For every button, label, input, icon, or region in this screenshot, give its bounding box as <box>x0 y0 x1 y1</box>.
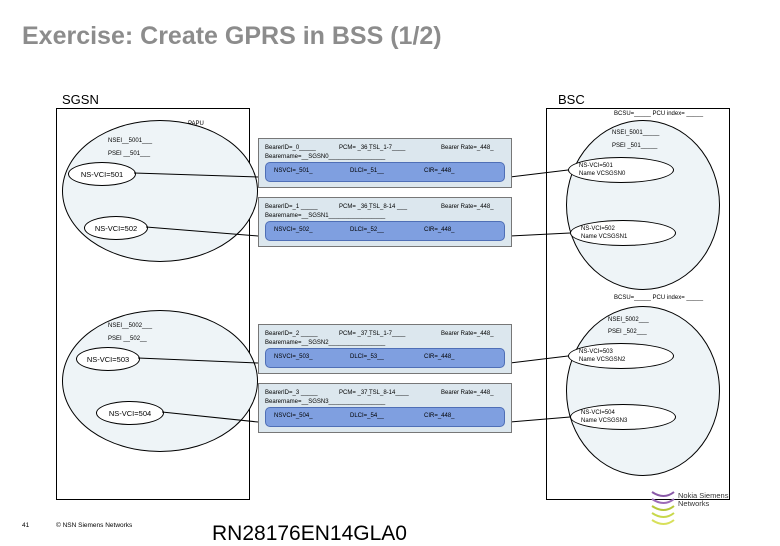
bsc-ns-vci-503-name: Name VCSGSN2 <box>579 357 626 363</box>
sgsn-nsei-1: NSEI__5001___ <box>108 138 153 144</box>
sgsn-psei-2: PSEI __502__ <box>108 336 147 342</box>
nokia-siemens-logo-icon <box>651 491 675 525</box>
bearer-rate: Bearer Rate=_448_ <box>441 145 494 151</box>
bsc-psei-1: PSEI _501_____ <box>612 143 658 149</box>
bsc-ns-vci-501-name: Name VCSGSN0 <box>579 171 626 177</box>
bsc-ns-vci-504-id: NS-VCI=504 <box>581 410 615 416</box>
bearer-name: Bearername=__SGSN0_________________ <box>265 154 386 160</box>
bearer-box-2: BearerID=_2 _____ PCM= _37_ TSL_1-7____ … <box>258 324 512 374</box>
bearer-cir: CIR=_448_ <box>424 354 455 360</box>
bearer-nsvci: NSVCI=_501_ <box>274 168 313 174</box>
bearer-nsvci: NSVCI=_504_ <box>274 413 313 419</box>
bsc-nse-ellipse-2 <box>566 306 720 476</box>
bearer-tsl: TSL_8-14____ <box>369 390 409 396</box>
page-number: 41 <box>22 522 30 529</box>
bearer-tsl: TSL_1-7____ <box>369 145 406 151</box>
bsc-ns-vci-504-name: Name VCSGSN3 <box>581 418 628 424</box>
line-bsc-503 <box>509 355 569 364</box>
logo-line-1: Nokia Siemens <box>678 491 729 500</box>
bearer-name: Bearername=__SGSN2_________________ <box>265 340 386 346</box>
bearer-pcm: PCM= _37_ <box>339 331 371 337</box>
bearer-box-3: BearerID=_3 _____ PCM= _37_ TSL_8-14____… <box>258 383 512 433</box>
bearer-id: BearerID=_2 _____ <box>265 331 318 337</box>
bsc-ns-vci-502-id: NS-VCI=502 <box>581 226 615 232</box>
ns-vc-bar: NSVCI=_503_ DLCI=_53__ CIR=_448_ <box>265 348 505 368</box>
bearer-tsl: TSL_8-14 ___ <box>369 204 408 210</box>
bearer-id: BearerID=_3 _____ <box>265 390 318 396</box>
bearer-nsvci: NSVCI=_502_ <box>274 227 313 233</box>
bearer-name: Bearername=__SGSN1_________________ <box>265 213 386 219</box>
bsc-bcsu-1: BCSU=_____ PCU index= _____ <box>614 111 704 117</box>
bsc-ns-vci-503-id: NS-VCI=503 <box>579 349 613 355</box>
bearer-pcm: PCM= _36_ <box>339 145 371 151</box>
bearer-cir: CIR=_448_ <box>424 227 455 233</box>
sgsn-ns-vci-503: NS-VCI=503 <box>76 347 140 371</box>
bsc-ns-vci-503: NS-VCI=503 Name VCSGSN2 <box>568 343 674 369</box>
bsc-ns-vci-502: NS-VCI=502 Name VCSGSN1 <box>570 220 676 246</box>
bearer-cir: CIR=_448_ <box>424 168 455 174</box>
bsc-nsei-2: NSEI_5002___ <box>608 317 649 323</box>
ns-vc-bar: NSVCI=_504_ DLCI=_54__ CIR=_448_ <box>265 407 505 427</box>
bearer-name: Bearername=__SGSN3_________________ <box>265 399 386 405</box>
line-bsc-502 <box>509 232 571 237</box>
logo-text: Nokia Siemens Networks <box>678 492 728 508</box>
bearer-id: BearerID=_0_____ <box>265 145 316 151</box>
sgsn-ns-vci-501: NS-VCI=501 <box>68 162 136 186</box>
document-code: RN28176EN14GLA0 <box>212 522 407 545</box>
line-bsc-501 <box>509 169 569 178</box>
bearer-dlci: DLCI=_51__ <box>350 168 384 174</box>
bearer-box-0: BearerID=_0_____ PCM= _36_ TSL_1-7____ B… <box>258 138 512 188</box>
bsc-ns-vci-501: NS-VCI=501 Name VCSGSN0 <box>568 157 674 183</box>
line-sgsn-502 <box>145 226 259 237</box>
line-sgsn-504 <box>161 411 259 423</box>
ns-vc-bar: NSVCI=_501_ DLCI=_51__ CIR=_448_ <box>265 162 505 182</box>
bsc-nsei-1: NSEI_5001_____ <box>612 130 660 136</box>
logo-line-2: Networks <box>678 499 710 508</box>
bearer-cir: CIR=_448_ <box>424 413 455 419</box>
line-bsc-504 <box>509 416 571 423</box>
line-sgsn-503 <box>137 357 259 364</box>
bearer-dlci: DLCI=_53__ <box>350 354 384 360</box>
sgsn-nse-ellipse-2 <box>62 310 258 452</box>
sgsn-nsei-2: NSEI__5002___ <box>108 323 153 329</box>
sgsn-ns-vci-504: NS-VCI=504 <box>96 401 164 425</box>
bsc-label: BSC <box>558 92 585 107</box>
bearer-id: BearerID=_1 _____ <box>265 204 318 210</box>
bearer-rate: Bearer Rate=_448_ <box>441 331 494 337</box>
bearer-rate: Bearer Rate=_448_ <box>441 204 494 210</box>
bearer-pcm: PCM= _37_ <box>339 390 371 396</box>
bsc-ns-vci-501-id: NS-VCI=501 <box>579 163 613 169</box>
bsc-psei-2: PSEI _502___ <box>608 329 647 335</box>
bearer-rate: Bearer Rate=_448_ <box>441 390 494 396</box>
bearer-tsl: TSL_1-7____ <box>369 331 406 337</box>
sgsn-nse-ellipse-1 <box>62 120 258 262</box>
sgsn-psei-1: PSEI __501___ <box>108 151 151 157</box>
page-title: Exercise: Create GPRS in BSS (1/2) <box>22 22 442 50</box>
ns-vc-bar: NSVCI=_502_ DLCI=_52__ CIR=_448_ <box>265 221 505 241</box>
bsc-ns-vci-502-name: Name VCSGSN1 <box>581 234 628 240</box>
sgsn-label: SGSN <box>62 92 99 107</box>
bearer-box-1: BearerID=_1 _____ PCM= _36_ TSL_8-14 ___… <box>258 197 512 247</box>
bearer-dlci: DLCI=_54__ <box>350 413 384 419</box>
copyright: © NSN Siemens Networks <box>56 522 133 529</box>
bearer-pcm: PCM= _36_ <box>339 204 371 210</box>
sgsn-ns-vci-502: NS-VCI=502 <box>84 216 148 240</box>
bsc-nse-ellipse-1 <box>566 120 720 290</box>
bearer-nsvci: NSVCI=_503_ <box>274 354 313 360</box>
bsc-ns-vci-504: NS-VCI=504 Name VCSGSN3 <box>570 404 676 430</box>
line-sgsn-501 <box>133 172 259 178</box>
bearer-dlci: DLCI=_52__ <box>350 227 384 233</box>
bsc-bcsu-2: BCSU=_____ PCU index= _____ <box>614 295 704 301</box>
